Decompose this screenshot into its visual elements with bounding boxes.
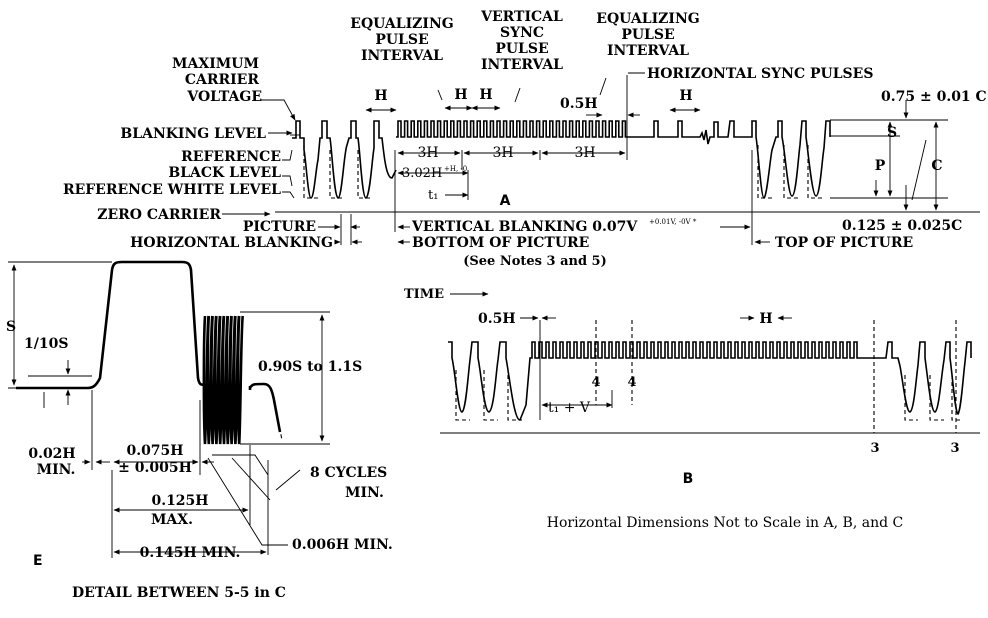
label-t1: t₁ (428, 188, 438, 203)
label-picture: PICTURE (243, 219, 316, 235)
label-e-0006h: 0.006H MIN. (292, 537, 393, 553)
waveform-a-left-dashed (303, 145, 371, 199)
label-e-0125h-b: MAX. (151, 512, 193, 528)
label-maximum-carrier-1: MAXIMUM (172, 56, 259, 72)
waveform-b (448, 341, 972, 421)
label-reference-black-1: REFERENCE (181, 149, 281, 165)
label-b-3a: 3 (870, 441, 879, 456)
label-vertical-sync-a: VERTICAL (480, 9, 563, 25)
waveform-a-hsync-dashed (757, 145, 822, 199)
label-b-h: H (759, 311, 772, 327)
label-e-002h-a: 0.02H (28, 446, 75, 462)
label-h-3: H (479, 87, 492, 103)
figure-b-label: B (683, 471, 694, 487)
color-burst (202, 315, 244, 445)
waveform-a-vsync (396, 120, 630, 138)
label-e-8cycles-b: MIN. (345, 485, 384, 501)
label-3h-3: 3H (574, 145, 595, 161)
label-b-4a: 4 (591, 375, 600, 390)
label-e-090s: 0.90S to 1.1S (258, 359, 362, 375)
label-vertical-sync-c: PULSE (495, 41, 548, 57)
label-e-002h-b: MIN. (37, 462, 76, 478)
label-detail: DETAIL BETWEEN 5-5 in C (72, 585, 286, 601)
label-h-1: H (374, 88, 387, 104)
label-e-0125h-a: 0.125H (151, 493, 208, 509)
label-maximum-carrier-2: CARRIER (185, 72, 259, 88)
waveform-e-tail (248, 382, 282, 433)
label-b-t1v: t₁ + V (548, 400, 591, 416)
label-horizontal-sync-pulses: HORIZONTAL SYNC PULSES (647, 66, 873, 82)
label-equalizing-2-b: PULSE (621, 27, 674, 43)
label-0125c: 0.125 ± 0.025C (842, 218, 962, 234)
label-s: S (887, 125, 897, 141)
label-zero-carrier: ZERO CARRIER (97, 207, 221, 223)
waveform-b-dashed (455, 370, 962, 421)
label-e-0075h-b: ± 0.005H (118, 460, 192, 476)
waveform-a-left (292, 120, 397, 199)
label-top-of-picture: TOP OF PICTURE (775, 235, 913, 251)
label-h-2: H (454, 87, 467, 103)
figure-e-label: E (33, 553, 43, 569)
label-equalizing-2-a: EQUALIZING (596, 11, 699, 27)
figure-a: MAXIMUM CARRIER VOLTAGE BLANKING LEVEL R… (63, 9, 987, 269)
figure-e: S 1/10S 0.90S to 1.1S 0.02H MIN. 0.075H … (6, 260, 393, 601)
label-b-4b: 4 (627, 375, 636, 390)
label-3h-2: 3H (492, 145, 513, 161)
label-b-3b: 3 (950, 441, 959, 456)
label-equalizing-1-b: PULSE (375, 32, 428, 48)
figure-a-label: A (500, 193, 511, 209)
label-not-to-scale: Horizontal Dimensions Not to Scale in A,… (547, 515, 903, 531)
label-b-half-h: 0.5H (478, 311, 516, 327)
label-reference-black-2: BLACK LEVEL (168, 165, 281, 181)
label-vertical-sync-b: SYNC (500, 25, 544, 41)
label-302h-tol: +H, -0 (444, 165, 467, 173)
label-horizontal-blanking: HORIZONTAL BLANKING (130, 235, 333, 251)
label-vertical-blanking: VERTICAL BLANKING 0.07V (411, 219, 638, 235)
label-blanking-level: BLANKING LEVEL (120, 126, 266, 142)
label-half-h: 0.5H (560, 96, 598, 112)
waveform-a-hsync (630, 120, 831, 199)
label-075c: 0.75 ± 0.01 C (881, 89, 987, 105)
label-e-8cycles-a: 8 CYCLES (310, 465, 387, 481)
label-h-4: H (679, 88, 692, 104)
label-equalizing-1-c: INTERVAL (361, 48, 443, 64)
label-see-notes: (See Notes 3 and 5) (463, 254, 607, 269)
label-3h-1: 3H (417, 145, 438, 161)
label-maximum-carrier-3: VOLTAGE (186, 89, 262, 105)
label-e-s: S (6, 319, 16, 335)
label-c: C (931, 158, 942, 174)
label-p: P (875, 158, 886, 174)
label-e-0145h: 0.145H MIN. (140, 545, 241, 561)
label-bottom-of-picture: BOTTOM OF PICTURE (412, 235, 589, 251)
label-302h: 3.02H (402, 166, 442, 181)
label-equalizing-2-c: INTERVAL (607, 43, 689, 59)
label-reference-white: REFERENCE WHITE LEVEL (63, 182, 281, 198)
waveform-e (16, 260, 206, 390)
label-time: TIME (404, 287, 444, 302)
label-vb-tol: +0.01V, -0V * (649, 218, 697, 226)
figure-b: TIME 0.5H H 4 4 t₁ + V 3 3 B Horizontal … (404, 287, 980, 531)
label-e-0075h-a: 0.075H (126, 443, 183, 459)
label-equalizing-1-a: EQUALIZING (350, 16, 453, 32)
label-vertical-sync-d: INTERVAL (481, 57, 563, 73)
label-e-110s: 1/10S (24, 336, 68, 352)
